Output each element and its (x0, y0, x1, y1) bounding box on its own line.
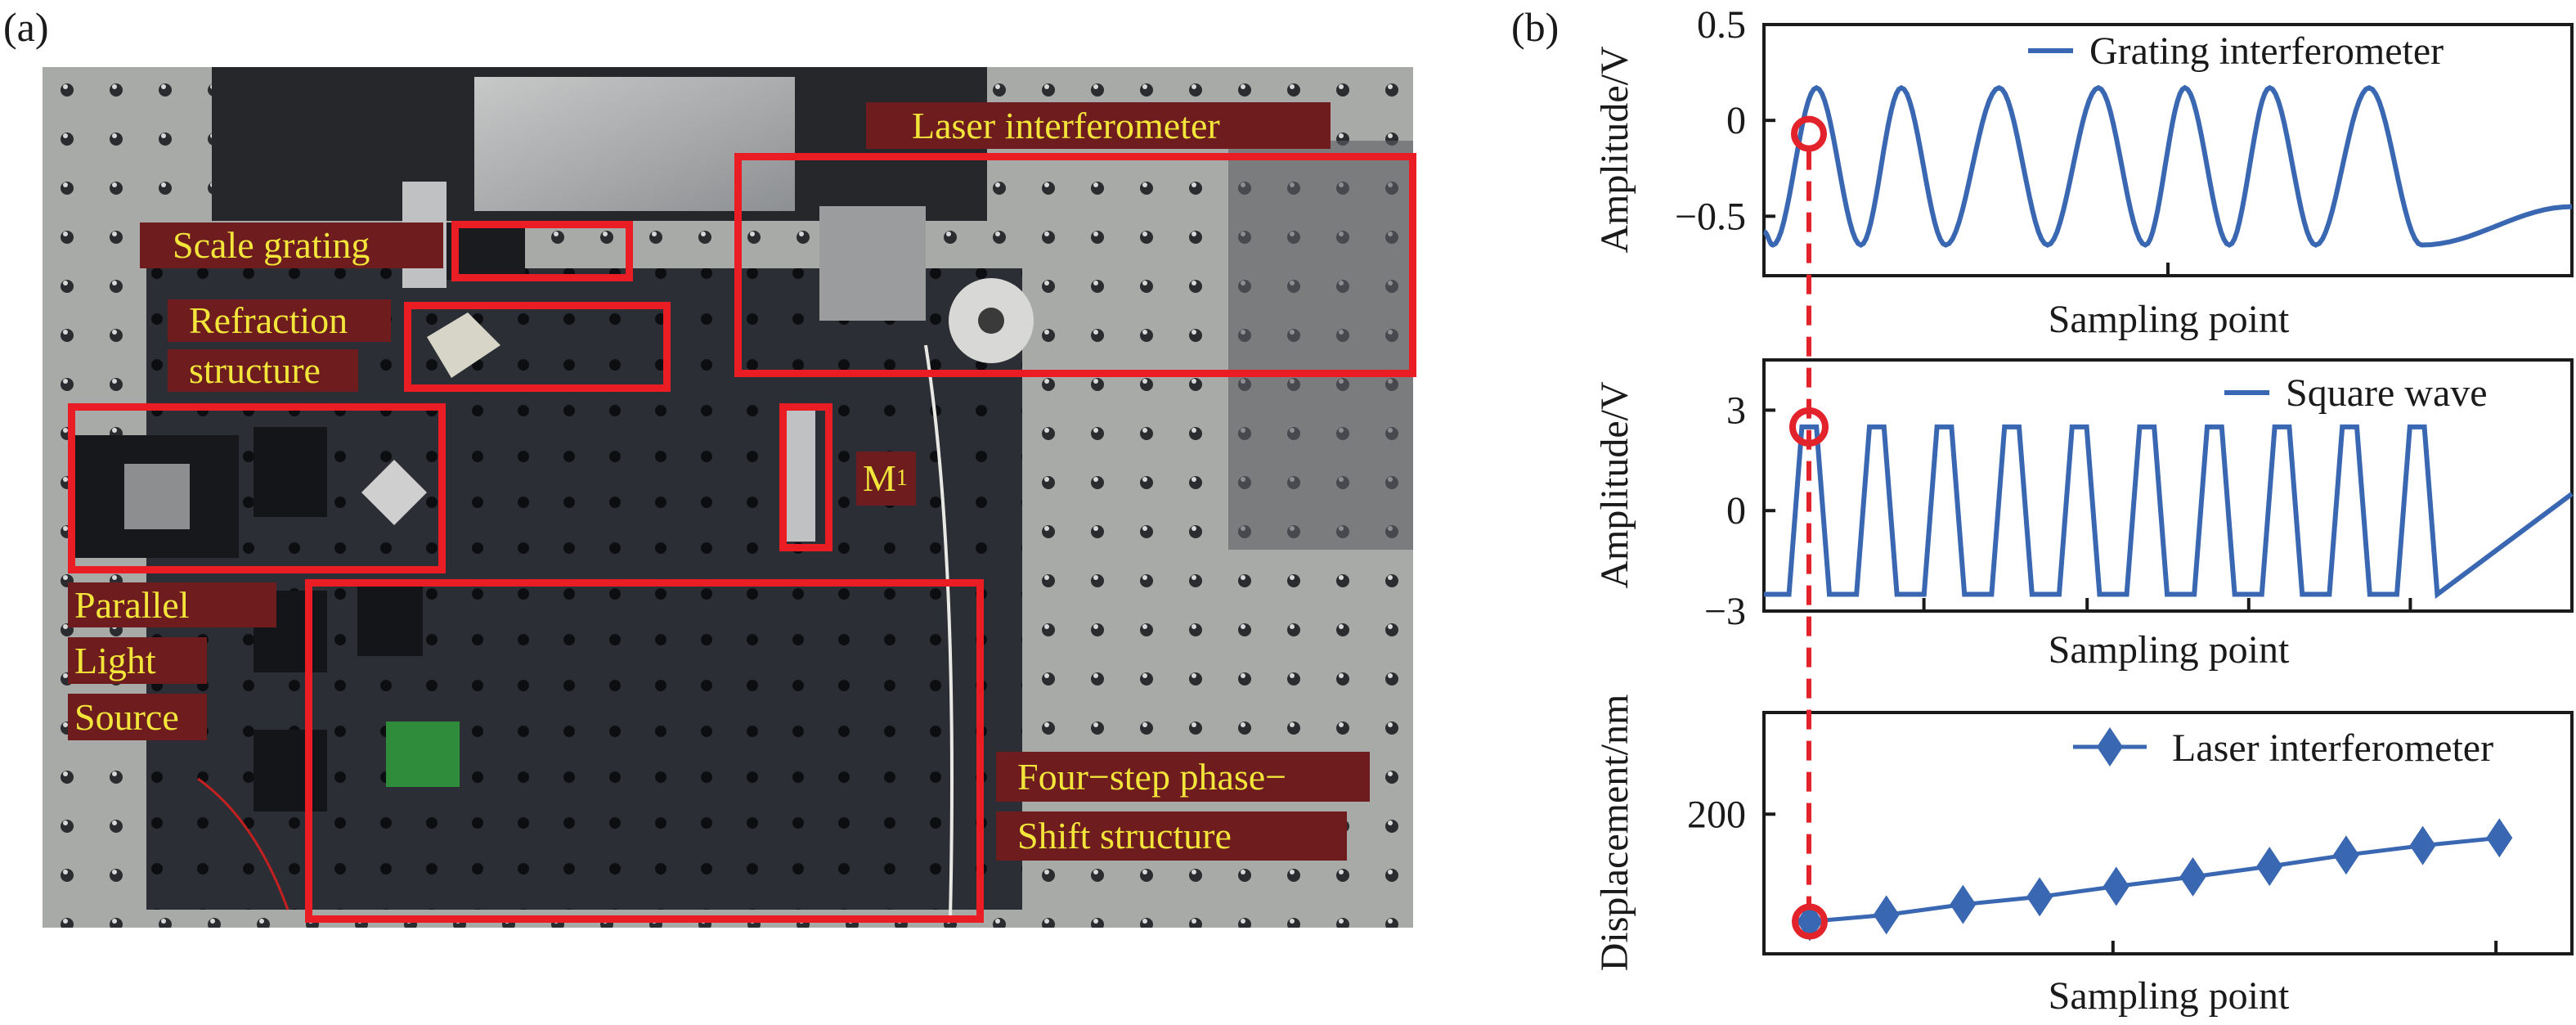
highlight-circle-grating (1791, 115, 1827, 152)
data-point-diamond (1873, 895, 1900, 935)
label-subscript: 1 (895, 465, 908, 491)
y-axis-label: Displacement/nm (1593, 695, 1636, 972)
retroreflector-center (978, 308, 1004, 334)
y-tick-label: 0 (1726, 489, 1746, 533)
label-text: M (863, 457, 896, 499)
red-wire (197, 777, 289, 910)
label-text: Parallel (74, 583, 190, 626)
y-tick-label: −0.5 (1675, 195, 1746, 238)
label-text: Source (74, 695, 179, 738)
circuit-board (386, 722, 460, 787)
x-axis-label: Sampling point (2049, 298, 2290, 341)
fiber-cable (924, 344, 954, 919)
y-tick-label: 200 (1687, 793, 1746, 836)
beam-splitter-3 (254, 730, 327, 811)
x-axis-label: Sampling point (2049, 628, 2290, 672)
series-line-grating (1763, 84, 2573, 248)
y-tick-label: 0 (1726, 99, 1746, 142)
data-point-diamond (2486, 818, 2513, 858)
refraction-prism (427, 312, 500, 378)
parallel-light-source-box (68, 403, 446, 573)
legend-diamond-icon (2097, 727, 2123, 767)
label-shift-structure: Shift structure (996, 811, 1347, 861)
label-text: Four−step phase− (1017, 755, 1287, 798)
data-point-diamond (2179, 856, 2206, 897)
laser-mount-plate (1228, 141, 1413, 550)
beam-splitter-1 (254, 427, 327, 517)
y-tick-label: 3 (1726, 389, 1746, 432)
label-text: Shift structure (1017, 815, 1232, 856)
legend-label: Square wave (2286, 371, 2488, 415)
refraction-structure-box (404, 302, 671, 392)
highlight-circle-square (1789, 407, 1829, 447)
label-refraction: Refraction (168, 299, 391, 342)
highlight-circle-laser (1792, 903, 1828, 940)
label-text: Scale grating (173, 224, 370, 266)
collimator-lens (124, 464, 190, 529)
label-parallel: Parallel (68, 582, 276, 627)
y-tick-label: 0.5 (1697, 3, 1746, 47)
polarizer (361, 460, 427, 525)
label-source: Source (68, 694, 207, 740)
label-text: Laser interferometer (912, 104, 1220, 146)
panel-b-tag: (b) (1511, 4, 1560, 50)
plot-laser-displacement: 200 Laser interferometer Sampling point … (1593, 695, 2574, 1018)
plot-frame (1762, 711, 2574, 955)
label-text: Light (74, 639, 156, 681)
beam-splitter-4 (357, 582, 423, 656)
panel-a-tag: (a) (3, 4, 49, 50)
data-point-diamond (2026, 877, 2053, 917)
plot-square-wave: 3 0 −3 Square wave Sampling point Amplitud… (1593, 358, 2574, 672)
mirror-m1-box (779, 403, 832, 551)
label-text: structure (189, 349, 321, 391)
data-point-diamond (1950, 884, 1977, 924)
label-scale-grating: Scale grating (140, 223, 443, 268)
scale-grating-box (451, 221, 633, 281)
series-line-laser (1809, 835, 2500, 924)
data-point-diamond (2332, 835, 2359, 875)
laser-head (819, 206, 926, 321)
legend-label: Grating interferometer (2089, 29, 2444, 73)
data-point-diamond (2103, 866, 2129, 906)
legend-label: Laser interferometer (2172, 726, 2493, 770)
plot-frame (1762, 358, 2574, 613)
mirror-m1-mount (783, 411, 815, 542)
series-line-square (1763, 424, 2574, 600)
laser-interferometer-box (734, 153, 1416, 377)
data-point-diamond (2409, 825, 2436, 865)
label-light: Light (68, 637, 207, 684)
charts-panel: 0.5 0 −0.5 Grating interferometer Sampling… (1593, 3, 2574, 1018)
data-point-diamond (2256, 847, 2283, 887)
y-axis-label: Amplitude/V (1593, 46, 1636, 254)
label-text: Refraction (189, 299, 348, 341)
x-axis-label: Sampling point (2049, 974, 2290, 1018)
label-structure: structure (168, 349, 358, 392)
setup-photo (43, 67, 1413, 928)
y-tick-label: −3 (1704, 590, 1746, 633)
label-four-step: Four−step phase− (996, 752, 1370, 802)
four-step-phase-shift-box (305, 579, 984, 923)
y-axis-label: Amplitude/V (1593, 381, 1636, 589)
label-laser-interferometer: Laser interferometer (866, 102, 1331, 149)
plot-grating-interferometer: 0.5 0 −0.5 Grating interferometer Sampling… (1593, 3, 2574, 341)
